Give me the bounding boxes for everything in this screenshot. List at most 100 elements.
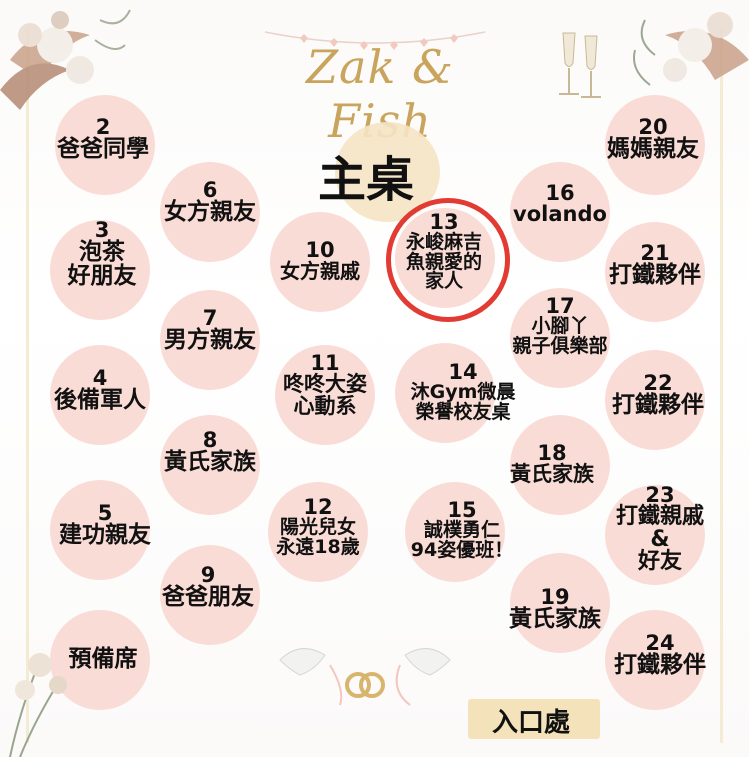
table-name: 爸爸朋友 — [162, 584, 254, 611]
table-22-circle — [605, 350, 705, 450]
table-number: 18 — [537, 441, 567, 465]
dried-flowers-icon — [9, 653, 67, 757]
table-name: 泡茶 — [79, 239, 125, 266]
table-number: 23 — [645, 483, 675, 507]
table-name: volando — [513, 202, 607, 227]
table-reserve-circle — [50, 610, 150, 710]
table-number: 6 — [202, 178, 218, 202]
main-table-label: 主桌 — [318, 152, 415, 208]
table-name: 永遠18歲 — [276, 535, 360, 558]
table-label: 預備席 — [69, 647, 138, 671]
table-name: 榮譽校友桌 — [415, 400, 511, 423]
table-23-circle — [605, 485, 705, 585]
table-name: 心動系 — [293, 393, 357, 418]
table-number: 14 — [448, 360, 478, 384]
frame-right — [720, 28, 723, 743]
table-name: 小腳丫 — [531, 315, 589, 338]
table-name: 沐Gym微晨 — [410, 381, 516, 404]
table-2-circle — [55, 95, 155, 195]
table-name: 好友 — [637, 549, 683, 575]
table-18-circle — [510, 415, 610, 515]
table-number: 3 — [94, 218, 110, 242]
table-name: 打鐵夥伴 — [612, 392, 704, 419]
flower-bouquet-icon — [0, 9, 131, 110]
table-number: 17 — [545, 294, 575, 318]
table-name: 咚咚大姿 — [283, 372, 367, 397]
table-number: 16 — [545, 181, 575, 205]
table-name: 黃氏家族 — [164, 449, 256, 476]
table-number: 20 — [638, 115, 668, 139]
table-7-circle — [160, 290, 260, 390]
table-name: 好朋友 — [67, 262, 137, 289]
garland-icon — [264, 31, 486, 50]
table-name: 黃氏家族 — [509, 606, 601, 633]
table-3-circle — [50, 220, 150, 320]
doves-rings-icon — [279, 648, 451, 706]
table-10-circle — [270, 212, 370, 312]
table-name: & — [650, 526, 670, 552]
table-21-circle — [605, 222, 705, 322]
table-number: 9 — [200, 563, 216, 587]
table-17-circle — [510, 288, 610, 388]
table-16-circle — [510, 162, 610, 262]
table-name: 打鐵親戚 — [615, 504, 705, 530]
table-15-circle — [405, 482, 505, 582]
table-8-circle — [160, 415, 260, 515]
entrance-label: 入口處 — [492, 708, 571, 738]
table-name: 黃氏家族 — [510, 462, 594, 487]
table-name: 爸爸同學 — [57, 136, 149, 163]
table-name: 後備軍人 — [54, 387, 146, 414]
table-14-circle — [395, 343, 495, 443]
table-5-circle — [50, 480, 150, 580]
table-name: 94姿優班！ — [410, 538, 514, 561]
table-name: 誠樸勇仁 — [423, 519, 501, 542]
frame-left — [26, 28, 29, 743]
table-number: 22 — [643, 371, 673, 395]
table-4-circle — [50, 345, 150, 445]
table-number: 7 — [202, 306, 218, 330]
flower-bouquet-icon — [633, 12, 749, 86]
table-number: 11 — [310, 351, 340, 375]
table-number: 21 — [640, 241, 670, 265]
table-12-circle — [268, 482, 368, 582]
table-name: 建功親友 — [59, 522, 151, 549]
table-name: 打鐵夥伴 — [614, 652, 706, 679]
table-number: 4 — [92, 366, 108, 390]
table-number: 12 — [303, 495, 333, 519]
table-name: 媽媽親友 — [607, 136, 699, 163]
table-6-circle — [160, 162, 260, 262]
champagne-glasses-icon — [559, 32, 601, 98]
table-number: 10 — [305, 238, 335, 262]
table-name: 女方親戚 — [280, 259, 360, 284]
highlight-ring — [386, 198, 510, 322]
table-number: 5 — [97, 501, 113, 525]
entrance-banner — [468, 699, 600, 739]
table-9-circle — [160, 545, 260, 645]
table-number: 8 — [202, 428, 218, 452]
table-name: 男方親友 — [164, 327, 256, 354]
table-number: 15 — [447, 498, 477, 522]
table-number: 24 — [645, 631, 675, 655]
